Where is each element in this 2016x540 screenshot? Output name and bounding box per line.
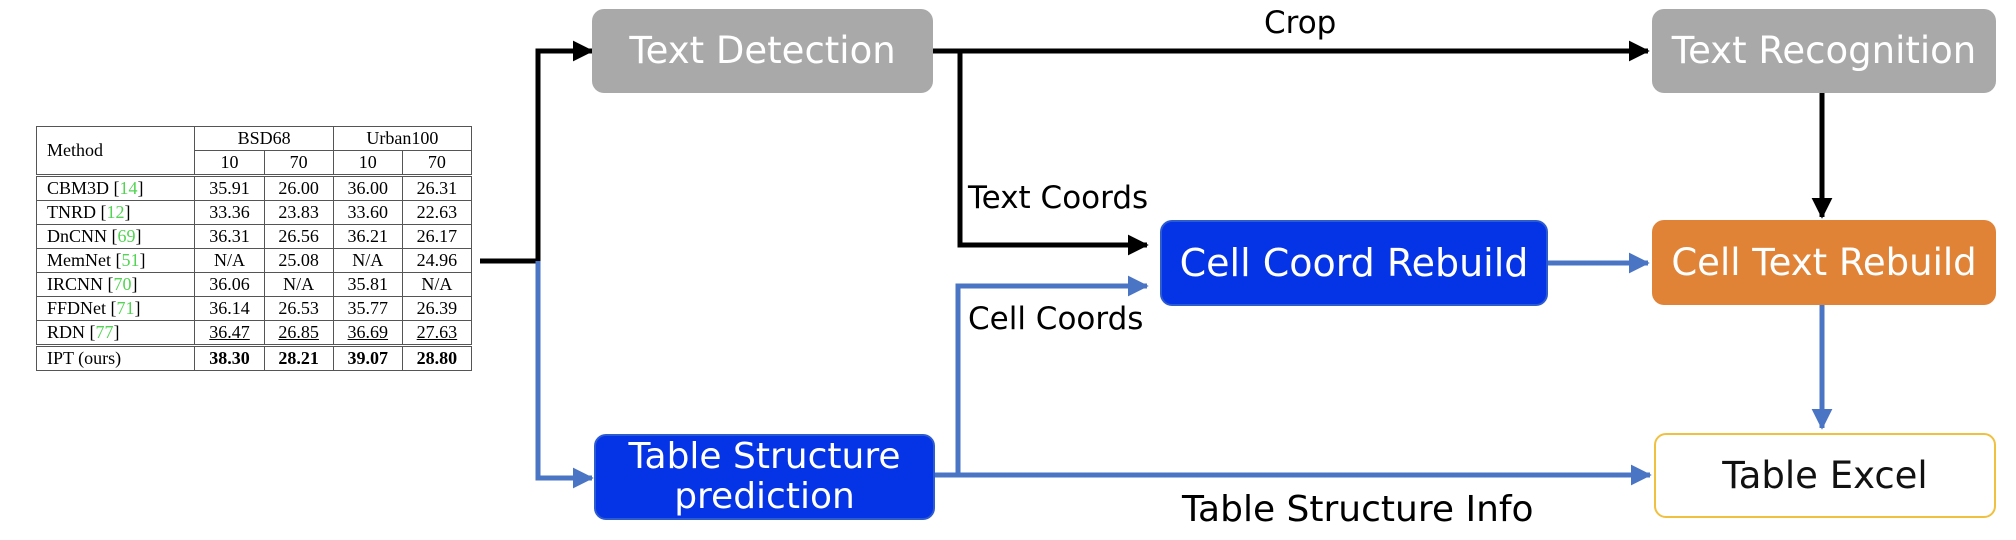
reference-link: 77 xyxy=(95,322,114,342)
ref-bracket: [ xyxy=(103,274,114,294)
method-cell: DnCNN [69] xyxy=(35,224,196,249)
text-coords-label: Text Coords xyxy=(968,180,1149,216)
arrow-input-to-table-structure xyxy=(535,261,594,489)
table-header-group: BSD68 xyxy=(194,126,334,151)
arrow-text-coords xyxy=(957,51,1149,256)
arrow-input-to-text-detection xyxy=(480,40,594,264)
table-header-row: Method BSD68 Urban100 xyxy=(35,126,473,176)
ref-bracket: [ xyxy=(85,322,96,342)
ref-bracket: ] xyxy=(113,322,120,342)
ref-bracket: [ xyxy=(110,250,122,270)
value-cell: 38.30 xyxy=(194,344,265,371)
ref-bracket: [ xyxy=(109,178,120,198)
method-cell: IPT (ours) xyxy=(35,344,196,371)
text-detection-label: Text Detection xyxy=(629,29,896,73)
cell-text-rebuild-box: Cell Text Rebuild xyxy=(1652,220,1996,305)
table-structure-prediction-box: Table Structure prediction xyxy=(594,434,935,520)
value-cell: 28.80 xyxy=(401,344,473,371)
ref-bracket: ] xyxy=(137,178,144,198)
cell-coord-rebuild-box: Cell Coord Rebuild xyxy=(1160,220,1548,306)
method-name: TNRD xyxy=(47,202,96,222)
reference-link: 12 xyxy=(106,202,125,222)
ref-bracket: [ xyxy=(107,226,118,246)
method-name: MemNet xyxy=(47,250,111,270)
method-cell: MemNet [51] xyxy=(35,248,196,273)
table-structure-label-line2: prediction xyxy=(674,476,855,517)
table-excel-box: Table Excel xyxy=(1654,433,1996,518)
value-cell: 36.21 xyxy=(332,224,403,249)
value-cell: 22.63 xyxy=(401,200,473,225)
method-name: DnCNN xyxy=(47,226,108,246)
text-detection-box: Text Detection xyxy=(592,9,933,93)
method-name: IRCNN xyxy=(47,274,104,294)
method-cell: RDN [77] xyxy=(35,320,196,346)
crop-label: Crop xyxy=(1264,5,1337,41)
ref-bracket: ] xyxy=(131,274,138,294)
text-recognition-label: Text Recognition xyxy=(1671,29,1977,73)
table-header-method: Method xyxy=(35,126,196,176)
reference-link: 51 xyxy=(121,250,140,270)
value-cell: 36.47 xyxy=(194,320,265,346)
table-header-sub: 70 xyxy=(401,150,473,176)
table-structure-info-label: Table Structure Info xyxy=(1182,489,1534,530)
table-header-sub: 10 xyxy=(194,150,265,176)
table-subheader-row: 10 70 10 70 xyxy=(37,150,473,176)
value-cell: N/A xyxy=(332,248,403,273)
method-name: FFDNet xyxy=(47,298,107,318)
arrow-cell-coords xyxy=(955,275,1149,475)
method-cell: IRCNN [70] xyxy=(35,272,196,297)
method-name: RDN xyxy=(47,322,86,342)
ref-bracket: ] xyxy=(135,226,142,246)
value-cell: 26.00 xyxy=(263,174,334,201)
value-cell: 27.63 xyxy=(401,320,473,346)
ref-bracket: [ xyxy=(106,298,117,318)
value-cell: N/A xyxy=(401,272,473,297)
ref-bracket: ] xyxy=(124,202,131,222)
value-cell: 39.07 xyxy=(332,344,403,371)
ref-bracket: ] xyxy=(134,298,141,318)
value-cell: 36.69 xyxy=(332,320,403,346)
reference-link: 14 xyxy=(119,178,138,198)
method-name: CBM3D xyxy=(47,178,110,198)
reference-link: 71 xyxy=(116,298,135,318)
reference-link: 70 xyxy=(113,274,132,294)
method-cell: TNRD [12] xyxy=(35,200,196,225)
value-cell: 23.83 xyxy=(263,200,334,225)
value-cell: 26.39 xyxy=(401,296,473,321)
table-excel-label: Table Excel xyxy=(1722,453,1928,497)
sample-table: Method BSD68 Urban100 10 70 10 70 CBM3D … xyxy=(35,126,473,371)
cell-coords-label: Cell Coords xyxy=(968,301,1144,337)
value-cell: 35.91 xyxy=(194,174,265,201)
reference-link: 69 xyxy=(117,226,136,246)
table-structure-label-line1: Table Structure xyxy=(628,435,901,477)
cell-text-rebuild-label: Cell Text Rebuild xyxy=(1671,240,1977,284)
value-cell: 36.06 xyxy=(194,272,265,297)
value-cell: 26.31 xyxy=(401,174,473,201)
value-cell: 24.96 xyxy=(401,248,473,273)
value-cell: 36.14 xyxy=(194,296,265,321)
text-recognition-box: Text Recognition xyxy=(1652,9,1996,93)
value-cell: 26.56 xyxy=(263,224,334,249)
method-cell: CBM3D [14] xyxy=(35,174,196,201)
ref-bracket: [ xyxy=(96,202,107,222)
cell-coord-rebuild-label: Cell Coord Rebuild xyxy=(1179,240,1529,285)
value-cell: 26.53 xyxy=(263,296,334,321)
ref-bracket: ] xyxy=(139,250,146,270)
